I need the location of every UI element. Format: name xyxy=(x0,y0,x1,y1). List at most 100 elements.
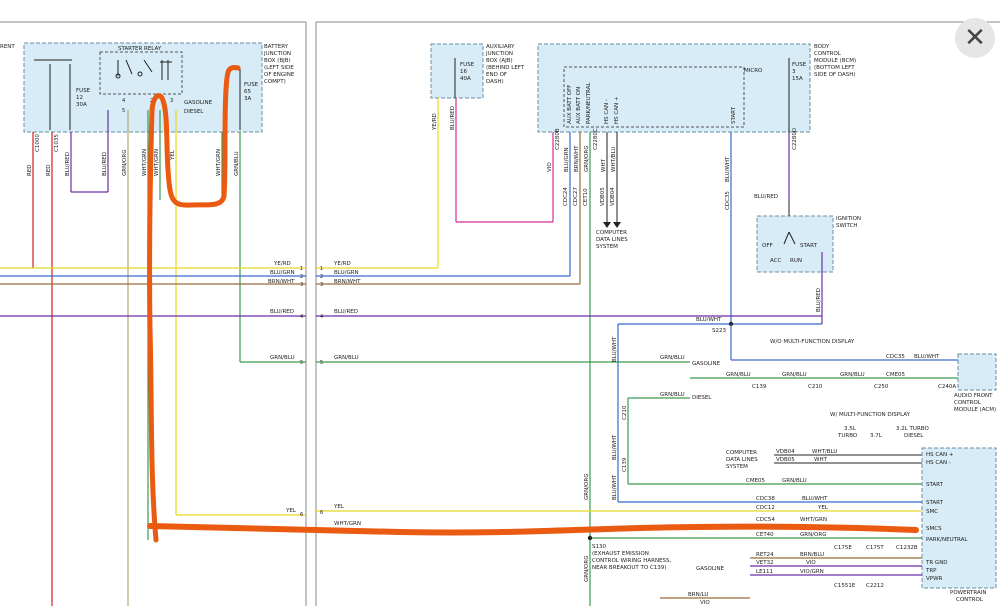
wire-whgn-1: WHT/GRN xyxy=(142,149,148,176)
s130-1: (EXHAUST EMISSION xyxy=(592,551,649,557)
fuse16-label-1: 16 xyxy=(460,69,467,75)
fuse65-label-0: FUSE xyxy=(244,82,259,88)
ign-acc: ACC xyxy=(770,258,782,264)
wire-burd-ign: BLU/RED xyxy=(754,194,778,200)
ajb-label-1: JUNCTION xyxy=(485,51,513,57)
wire-bnwh-l: BRN/WHT xyxy=(268,279,295,285)
pcm-pin-7: TR GND xyxy=(925,560,948,566)
cdl2-label-0: COMPUTER xyxy=(726,450,757,456)
bjb-label-0: BATTERY xyxy=(264,44,289,50)
wire-gnbu-8: GRN/BLU xyxy=(782,478,807,484)
wo-mfd-label: W/O MULTI-FUNCTION DISPLAY xyxy=(770,339,855,345)
wire-gnog-1: GRN/ORG xyxy=(122,150,128,176)
orange-markup-left xyxy=(147,65,241,543)
wire-gnbu-4: GRN/BLU xyxy=(726,372,751,378)
conn-c1232b: C1232B xyxy=(896,545,918,551)
wire-vign: VIO/GRN xyxy=(800,569,824,575)
s223-label: S223 xyxy=(712,328,726,334)
engine-4: DIESEL xyxy=(904,433,924,439)
conn-c2280c: C2280C xyxy=(593,128,599,150)
svg-text:1: 1 xyxy=(300,266,303,272)
wire-brnblu: BRN/BLU xyxy=(800,552,824,558)
code-cdc27: CDC27 xyxy=(573,187,579,206)
ajb-label-2: BOX (AJB) xyxy=(486,58,513,64)
wire-gnbu-5: GRN/BLU xyxy=(782,372,807,378)
wire-burd-r2: BLU/RED xyxy=(334,309,358,315)
bcm-pin-3: HS CAN - xyxy=(604,99,610,124)
svg-text:5: 5 xyxy=(122,108,125,114)
wire-vio-r: VIO xyxy=(547,162,553,172)
orange-markup-horizontal xyxy=(147,523,919,536)
fuse12-label-2: 30A xyxy=(76,102,87,108)
conn-c2280d: C2280D xyxy=(792,128,798,150)
conn-c1000: C1000 xyxy=(35,134,41,152)
cdl-label-2: SYSTEM xyxy=(596,244,618,250)
bcm-pin-1: AUX BATT ON xyxy=(576,87,582,124)
wire-vio-3: VIO xyxy=(700,600,710,606)
wire-yerd-l: YE/RD xyxy=(273,261,291,267)
wire-gnbu-l: GRN/BLU xyxy=(270,355,295,361)
code-cet10: CET10 xyxy=(583,188,589,206)
bcm-label-0: BODY xyxy=(814,44,830,50)
code-vdb05: VDB05 xyxy=(600,187,606,206)
conn-c175t: C2212 xyxy=(866,583,884,589)
gasoline-label: GASOLINE xyxy=(184,100,213,106)
wire-burd-r: BLU/RED xyxy=(450,106,456,130)
wire-whgn-2: WHT/GRN xyxy=(154,149,160,176)
bcm-label-1: CONTROL xyxy=(814,51,842,57)
code-vdb04-2: VDB04 xyxy=(776,449,795,455)
wire-yel-l: YEL xyxy=(285,508,297,514)
cdl-label-1: DATA LINES xyxy=(596,237,628,243)
svg-text:5: 5 xyxy=(320,360,323,366)
body-control-module xyxy=(537,43,811,133)
bcm-label-4: SIDE OF DASH) xyxy=(814,72,856,78)
wire-buwh-v2: BLU/WHT xyxy=(612,434,618,460)
conn-c2280b: C2280B xyxy=(555,128,561,150)
fuse16-label-0: FUSE xyxy=(460,62,475,68)
fuse12-label-0: FUSE xyxy=(76,88,91,94)
pcm-pin-5: SMCS xyxy=(926,526,942,532)
wire-buwh-3: BLU/WHT xyxy=(802,496,828,502)
wire-whbu-r: WHT/BLU xyxy=(611,147,617,172)
wire-yel-r2: YEL xyxy=(817,505,829,511)
wire-bnwh-r: BRN/WHT xyxy=(574,145,580,172)
starter-relay xyxy=(99,51,183,95)
bjb-label-2: BOX (BJB) xyxy=(264,58,291,64)
pcm-pin-2: START xyxy=(926,482,944,488)
wire-bnwh-r2: BRN/WHT xyxy=(334,279,361,285)
fuse16-label-2: 40A xyxy=(460,76,471,82)
pcm-pin-4: SMC xyxy=(926,509,938,515)
ajb-label-3: (BEHIND LEFT xyxy=(486,65,525,71)
rent-label: RENT xyxy=(0,44,15,50)
svg-text:2: 2 xyxy=(300,274,303,280)
wire-gnbu-r: GRN/BLU xyxy=(334,355,359,361)
wire-whgn-3: WHT/GRN xyxy=(216,149,222,176)
ignition-label-1: SWITCH xyxy=(836,223,858,229)
conn-c139: C139 xyxy=(752,384,767,390)
pcm-label-1: CONTROL xyxy=(956,597,984,603)
code-cet40: CET40 xyxy=(756,532,774,538)
wire-whbu-2: WHT/BLU xyxy=(812,449,837,455)
diesel-label: DIESEL xyxy=(184,109,204,115)
acm-label-2: MODULE (ACM) xyxy=(954,407,996,413)
ign-run: RUN xyxy=(790,258,802,264)
pcm-label-0: POWERTRAIN xyxy=(950,590,986,596)
conn-c240a: C240A xyxy=(938,384,956,390)
svg-text:6: 6 xyxy=(320,510,323,516)
bcm-pin-2: PARK/NEUTRAL xyxy=(586,82,592,124)
code-le111: LE111 xyxy=(756,569,773,575)
gasoline3-label: GASOLINE xyxy=(696,566,725,572)
wire-bugn-r: BLU/GRN xyxy=(564,147,570,172)
wire-whgn-r2: WHT/GRN xyxy=(334,521,361,527)
diesel2-label: DIESEL xyxy=(692,395,712,401)
w-mfd-label: W/ MULTI-FUNCTION DISPLAY xyxy=(830,412,911,418)
svg-text:4: 4 xyxy=(320,314,323,320)
ajb-label-4: END OF xyxy=(486,72,507,78)
s130-2: CONTROL WIRING HARNESS, xyxy=(592,558,672,564)
wire-bugn-r2: BLU/GRN xyxy=(334,270,359,276)
bcm-pin-4: HS CAN + xyxy=(614,96,620,124)
close-icon[interactable]: ✕ xyxy=(955,18,995,58)
wire-yerd-r: YE/RD xyxy=(432,113,438,131)
svg-text:5: 5 xyxy=(300,360,303,366)
pcm-pin-0: HS CAN + xyxy=(926,452,954,458)
